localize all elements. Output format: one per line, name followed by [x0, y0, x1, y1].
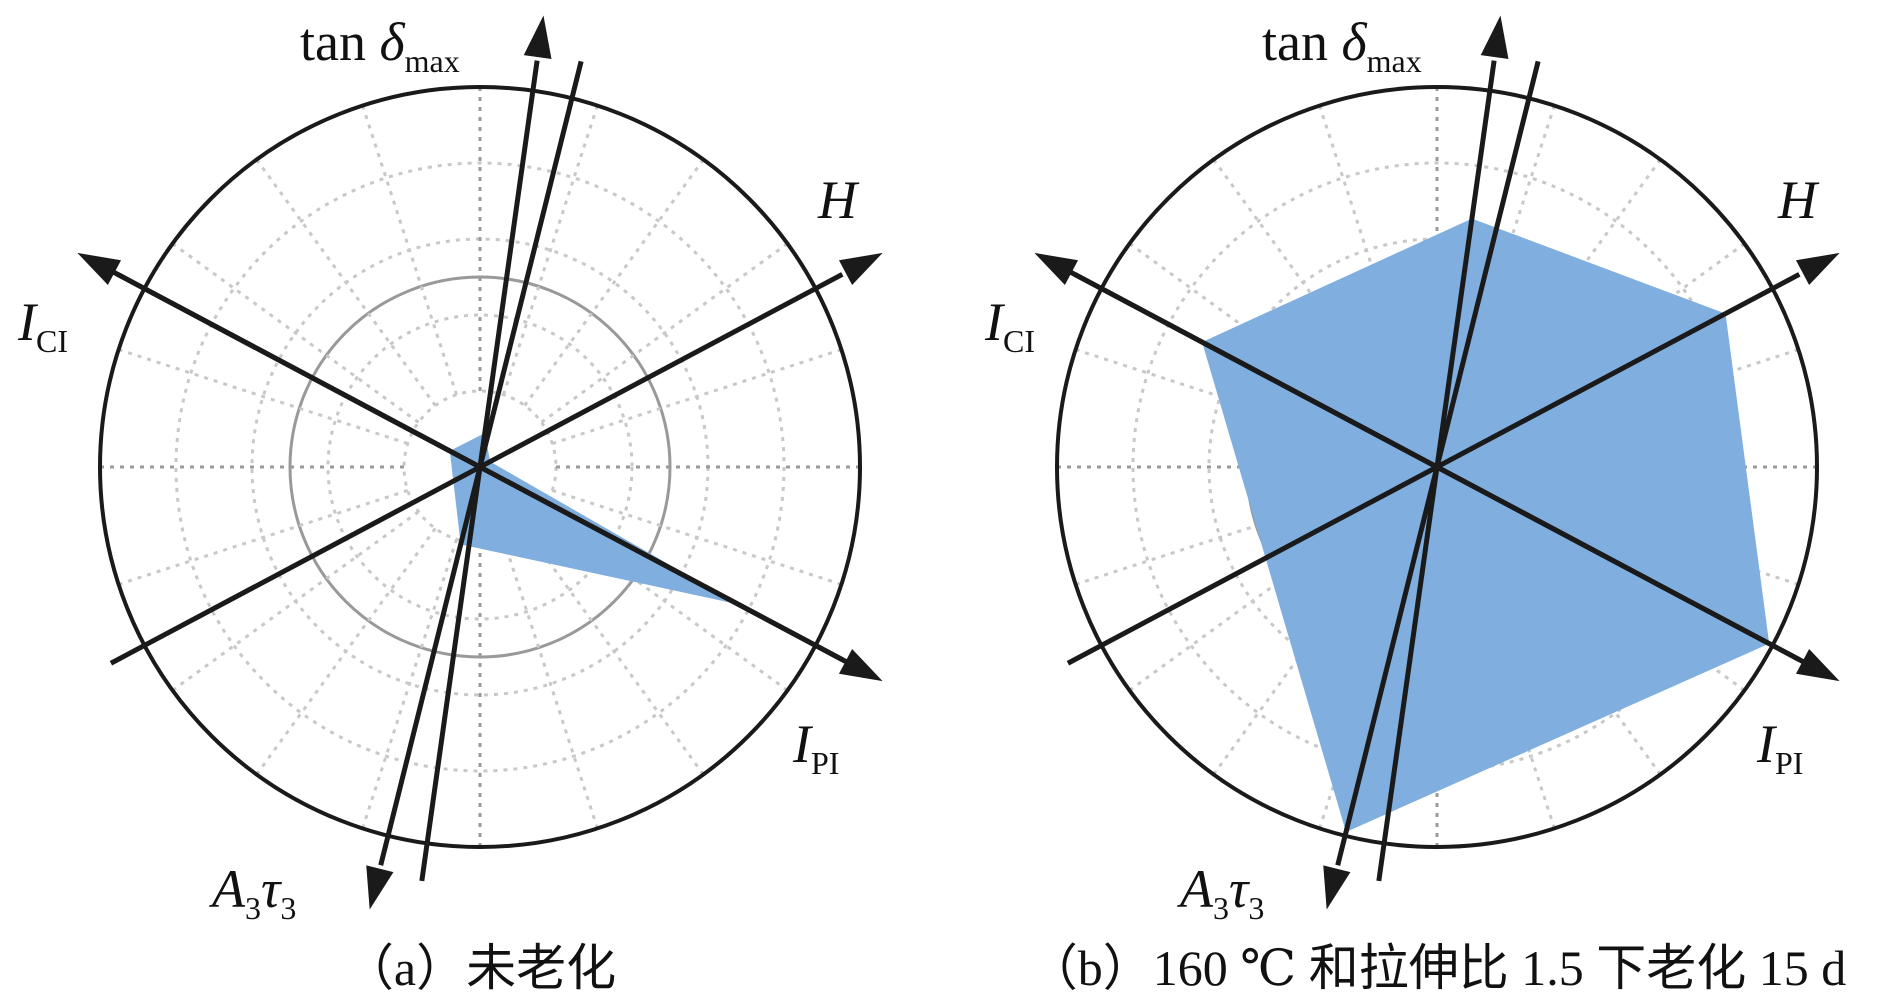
grid-spoke: [361, 538, 458, 829]
grid-spoke: [551, 348, 842, 445]
chart-caption: （a）未老化: [344, 940, 616, 996]
grid-ring: [326, 313, 634, 621]
grid-spoke: [523, 527, 705, 776]
axis-label-tan_delta_max: tan δmax: [300, 12, 460, 79]
grid-ring: [174, 161, 786, 773]
grid-spoke: [540, 242, 789, 424]
grid-spoke: [171, 510, 420, 692]
axis-arrow-tan_delta_max: [1480, 15, 1509, 59]
outer-circle: [1055, 85, 1819, 849]
axis-arrow-tan_delta_max: [523, 15, 552, 59]
outer-circle: [98, 85, 862, 849]
axis-arrow-A3_tau3: [1323, 865, 1351, 910]
axis-arrow-I_PI: [1795, 648, 1840, 682]
grid-spoke: [118, 348, 409, 445]
axis-line-A3_tau3: [378, 60, 584, 866]
axis-arrow-H: [1795, 252, 1840, 286]
grid-spoke: [502, 105, 599, 396]
axis-line-I_CI: [1073, 272, 1808, 666]
axis-label-I_PI: IPI: [792, 714, 839, 781]
axis-line-H: [109, 272, 844, 666]
axis-arrow-I_CI: [77, 252, 122, 286]
axis-label-A3_tau3: A3τ3: [1177, 859, 1264, 926]
axis-label-tan_delta_max: tan δmax: [1262, 12, 1422, 79]
grid-spoke: [255, 527, 437, 776]
grid-spoke: [255, 158, 437, 407]
axis-arrow-H: [838, 252, 883, 286]
grid-spoke: [551, 489, 842, 586]
axis-label-H: H: [1777, 170, 1820, 230]
axis-line-I_CI: [116, 272, 851, 666]
axis-label-I_CI: ICI: [17, 292, 68, 359]
axis-label-H: H: [817, 170, 860, 230]
chart-caption: （b）160 ℃ 和拉伸比 1.5 下老化 15 d: [1028, 940, 1846, 996]
data-polygon: [1202, 218, 1770, 833]
grid-spoke: [171, 242, 420, 424]
axis-arrow-I_CI: [1034, 252, 1079, 286]
axis-label-I_CI: ICI: [984, 292, 1035, 359]
grid-spoke: [118, 489, 409, 586]
axis-line-A3_tau3: [1335, 60, 1541, 866]
grid-spoke: [523, 158, 705, 407]
axis-line-H: [1066, 272, 1801, 666]
data-polygon: [449, 433, 739, 605]
axis-label-A3_tau3: A3τ3: [209, 859, 296, 926]
axis-arrow-A3_tau3: [366, 865, 394, 910]
grid-spoke: [361, 105, 458, 396]
grid-spoke: [502, 538, 599, 829]
axis-label-I_PI: IPI: [1756, 714, 1803, 781]
axis-arrow-I_PI: [838, 648, 883, 682]
